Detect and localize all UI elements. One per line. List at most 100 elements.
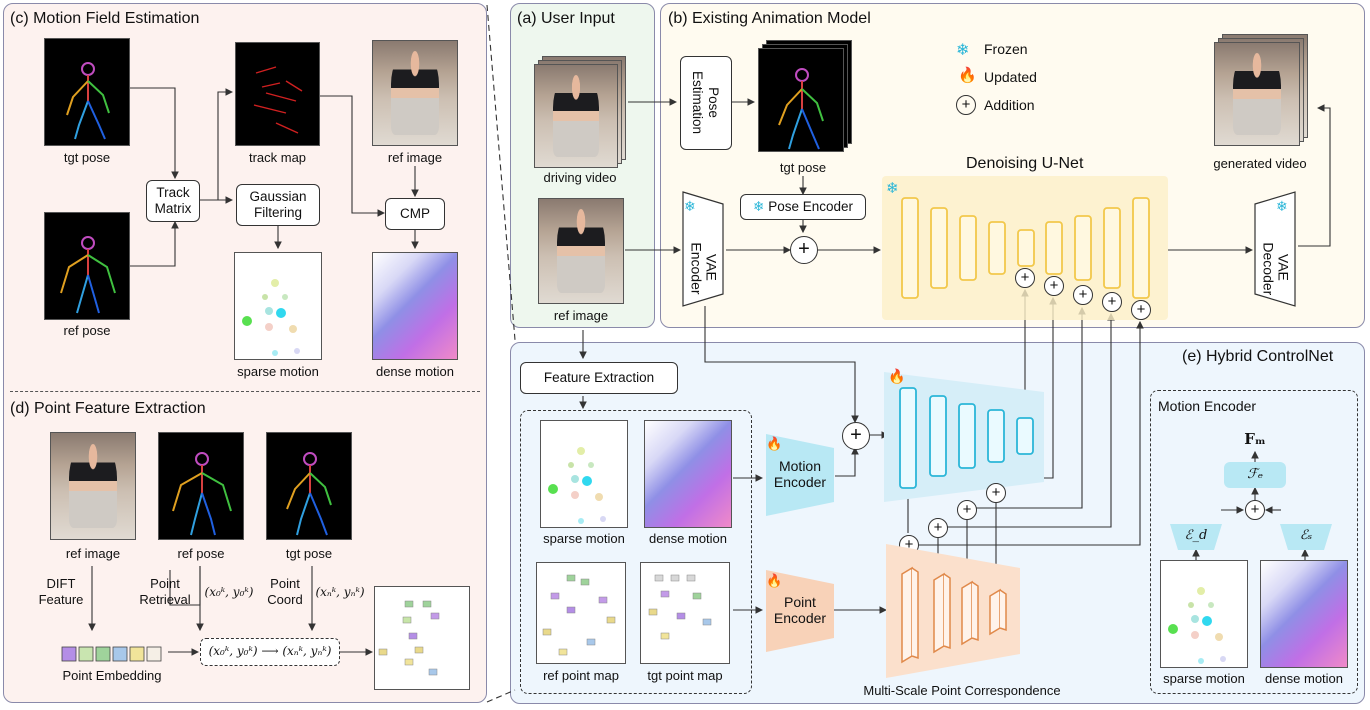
legend-updated-icon: 🔥	[958, 67, 977, 84]
pose-estimation-line1: Pose	[706, 87, 722, 119]
panel-b-title: (b) Existing Animation Model	[668, 10, 871, 27]
fe-box: ℱₑ	[1224, 462, 1286, 488]
motion-encoder-line2: Encoder	[773, 474, 827, 491]
track-matrix-line2: Matrix	[154, 201, 192, 216]
vae-decoder-line2: Decoder	[1260, 242, 1276, 296]
pose-estimation-line2: Estimation	[691, 71, 706, 135]
motion-encoder-addition-icon: +	[1245, 500, 1265, 520]
tgt-point-map-label: tgt point map	[647, 668, 723, 683]
point-coord-line2: Coord	[267, 592, 303, 608]
section-divider	[10, 391, 480, 392]
point-encoder-line2: Encoder	[773, 610, 827, 627]
ed-label: ℰ_d	[1184, 528, 1208, 543]
generated-video-frame-1	[1214, 42, 1300, 146]
track-map-image	[235, 42, 320, 146]
unet-addition-4: +	[1102, 292, 1122, 312]
x0y0-label: (x₀ᵏ, y₀ᵏ)	[204, 585, 254, 599]
ref-pose-label-d: ref pose	[177, 546, 225, 561]
point-correspondence-area	[886, 544, 1020, 678]
motion-encoder-detail-title: Motion Encoder	[1158, 398, 1257, 414]
panel-d-title: (d) Point Feature Extraction	[10, 400, 206, 417]
tgt-pose-label-c: tgt pose	[63, 150, 111, 165]
es-label: ℰₛ	[1299, 528, 1313, 543]
gaussian-line1: Gaussian	[249, 189, 307, 205]
tgt-pose-image-d	[266, 432, 352, 540]
dense-motion-image-e	[644, 420, 732, 528]
denoising-unet-label: Denoising U-Net	[966, 155, 1084, 172]
panel-a-title: (a) User Input	[517, 10, 615, 27]
ref-point-map-label: ref point map	[543, 668, 619, 683]
feature-extraction-box: Feature Extraction	[520, 362, 678, 394]
vae-encoder-line1: VAE	[703, 253, 720, 281]
point-feature-map-d	[374, 586, 470, 690]
ref-image-label-a: ref image	[553, 308, 609, 323]
addition-icon-controlnet: +	[842, 422, 870, 450]
sparse-motion-image-e	[540, 420, 628, 528]
unet-addition-2: +	[1044, 276, 1064, 296]
legend-addition-icon: +	[956, 95, 976, 115]
motion-encoder-line1: Motion	[778, 458, 822, 474]
point-encoder-line1: Point	[784, 594, 816, 610]
pose-encoder-label: Pose Encoder	[768, 199, 854, 215]
dift-line1: DIFT	[46, 576, 76, 591]
tgt-pose-image-c	[44, 38, 130, 146]
cn-addition-3: +	[928, 518, 948, 538]
dense-motion-image-me	[1260, 560, 1348, 668]
ref-pose-image-d	[158, 432, 244, 540]
ref-point-map-image	[536, 562, 626, 664]
sparse-motion-image-me	[1160, 560, 1248, 668]
point-coord-line1: Point	[270, 576, 300, 591]
dense-motion-image-c	[372, 252, 458, 360]
legend-frozen-icon: ❄	[956, 42, 970, 59]
sparse-motion-image-c	[234, 252, 322, 360]
cn-addition-2: +	[957, 500, 977, 520]
sparse-motion-label-me: sparse motion	[1163, 671, 1245, 686]
point-retrieval-line1: Point	[150, 576, 180, 591]
legend-updated-label: Updated	[984, 69, 1037, 85]
point-encoder-fire-icon: 🔥	[766, 573, 783, 588]
unet-addition-1: +	[1015, 268, 1035, 288]
cn-addition-1: +	[986, 483, 1006, 503]
ref-image-d	[50, 432, 136, 540]
vae-decoder-line1: VAE	[1275, 253, 1292, 281]
point-embedding-label: Point Embedding	[62, 668, 162, 683]
es-shape	[1280, 524, 1332, 550]
unet-blocks	[882, 176, 1168, 320]
tgt-point-map-image	[640, 562, 730, 664]
controlnet-fire-icon: 🔥	[888, 368, 906, 384]
multi-scale-label: Multi-Scale Point Correspondence	[863, 683, 1061, 698]
vae-encoder	[680, 190, 726, 308]
legend-addition-label: Addition	[984, 97, 1035, 113]
addition-icon-main: +	[790, 236, 818, 264]
dense-motion-label-me: dense motion	[1264, 671, 1344, 686]
generated-video-label: generated video	[1213, 156, 1307, 171]
tgt-pose-stack-1	[758, 48, 844, 152]
ref-image-label-c: ref image	[387, 150, 443, 165]
fm-label: Fₘ	[1244, 430, 1266, 448]
track-map-label: track map	[248, 150, 307, 165]
driving-video-frame-1	[534, 64, 618, 168]
motion-encoder-detail-frame	[1150, 390, 1358, 694]
sparse-motion-label-e: sparse motion	[543, 531, 625, 546]
ed-shape	[1170, 524, 1222, 550]
vae-decoder-snowflake-icon: ❄	[1276, 198, 1288, 214]
legend-frozen-label: Frozen	[984, 41, 1028, 57]
unet-addition-3: +	[1073, 285, 1093, 305]
vae-decoder	[1252, 190, 1298, 308]
panel-c-title: (c) Motion Field Estimation	[10, 10, 200, 27]
mapping-label: (x₀ᵏ, y₀ᵏ) ⟶ (xₙᵏ, yₙᵏ)	[208, 644, 332, 659]
motion-encoder-shape	[764, 432, 836, 518]
pose-encoder-box: ❄ Pose Encoder	[740, 194, 866, 220]
feature-inputs-frame	[520, 410, 752, 694]
unet-addition-5: +	[1131, 300, 1151, 320]
